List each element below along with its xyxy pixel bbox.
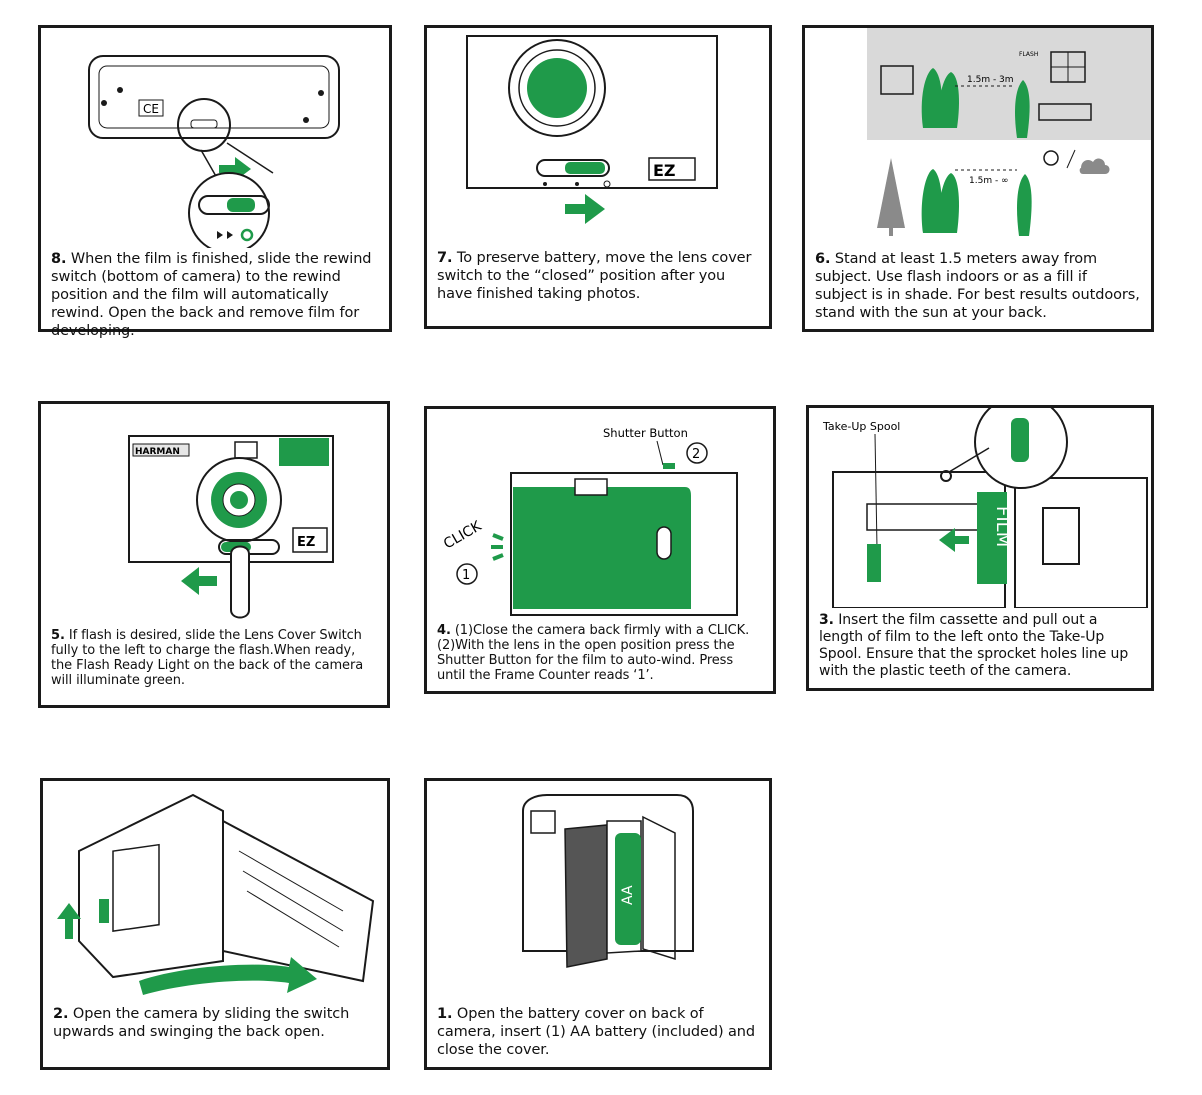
- close-back-illustration: Shutter Button 2 CLICK 1: [441, 426, 738, 616]
- step-1-caption: 1. Open the battery cover on back of cam…: [437, 1005, 761, 1059]
- step-number: 2.: [53, 1006, 69, 1022]
- step-text: Insert the film cassette and pull out a …: [819, 612, 1129, 679]
- step-number: 1.: [437, 1006, 453, 1022]
- arrow-right-icon: [565, 194, 605, 224]
- arrow-left-icon: [181, 567, 217, 595]
- photographer-indoor-icon: [1015, 80, 1030, 138]
- arrow-up-icon: [57, 903, 81, 939]
- finger-icon: [230, 545, 250, 619]
- tree-icon: [877, 158, 905, 228]
- svg-text:1: 1: [462, 568, 470, 583]
- step-number: 5.: [51, 628, 65, 643]
- arrow-left-icon: [939, 528, 969, 552]
- camera-back-icon: [513, 487, 691, 609]
- distance-indoor-label: 1.5m - 3m: [967, 75, 1014, 85]
- distance-illustration: 1.5m - 3m FLASH 1.5m - ∞: [867, 28, 1151, 236]
- lens-cover-illustration: EZ: [466, 35, 718, 224]
- sun-icon: [1043, 150, 1059, 166]
- step-6-panel: 1.5m - 3m FLASH 1.5m - ∞ 6. Stand at lea…: [802, 25, 1154, 332]
- step-2-caption: 2. Open the camera by sliding the switch…: [53, 1005, 379, 1041]
- step-4-panel: Shutter Button 2 CLICK 1 4. (1)Close the…: [424, 406, 776, 694]
- battery-cover-icon: [564, 824, 608, 968]
- slide-switch-icon: [99, 899, 109, 923]
- brand-mark: HARMAN: [135, 447, 180, 457]
- step-2-panel: 2. Open the camera by sliding the switch…: [40, 778, 390, 1070]
- arrow-swing-icon: [139, 957, 317, 995]
- callout-1: [456, 563, 478, 585]
- photographer-outdoor-icon: [1017, 174, 1032, 236]
- step-text: When the film is finished, slide the rew…: [51, 251, 372, 339]
- battery-label: AA: [620, 885, 636, 905]
- step-text: To preserve battery, move the lens cover…: [437, 250, 752, 302]
- step-text: Open the battery cover on back of camera…: [437, 1006, 755, 1058]
- step-3-caption: 3. Insert the film cassette and pull out…: [819, 612, 1143, 680]
- distance-outdoor-label: 1.5m - ∞: [969, 176, 1009, 186]
- shutter-button-icon: [663, 463, 675, 469]
- step-number: 8.: [51, 251, 67, 267]
- step-4-caption: 4. (1)Close the camera back firmly with …: [437, 623, 765, 683]
- flash-charge-illustration: HARMAN EZ: [128, 435, 334, 619]
- sprocket-detail-icon: [1011, 418, 1029, 462]
- ez-mark: EZ: [297, 535, 315, 550]
- step-number: 4.: [437, 623, 451, 638]
- step-1-panel: AA 1. Open the battery cover on back of …: [424, 778, 772, 1070]
- step-text: Open the camera by sliding the switch up…: [53, 1006, 350, 1040]
- step-6-caption: 6. Stand at least 1.5 meters away from s…: [815, 250, 1143, 322]
- step-number: 6.: [815, 251, 831, 267]
- step-7-caption: 7. To preserve battery, move the lens co…: [437, 249, 761, 303]
- step-5-caption: 5. If flash is desired, slide the Lens C…: [51, 628, 379, 688]
- film-cassette-icon: [977, 492, 1007, 584]
- step-3-panel: Take-Up Spool FILM 3. Insert the film ca…: [806, 405, 1154, 691]
- couple-outdoor-icon: [921, 169, 959, 233]
- step-7-panel: EZ 7. To preserve battery, move the lens…: [424, 25, 772, 329]
- step-5-panel: HARMAN EZ 5. If flash is desired, slide …: [38, 401, 390, 708]
- step-8-caption: 8. When the film is finished, slide the …: [51, 250, 381, 340]
- take-up-spool-icon: [867, 544, 881, 582]
- ce-mark: CE: [143, 102, 159, 116]
- click-label: CLICK: [441, 518, 485, 553]
- step-number: 7.: [437, 250, 453, 266]
- aa-battery-icon: [615, 833, 641, 945]
- step-text: Stand at least 1.5 meters away from subj…: [815, 251, 1140, 321]
- ez-mark: EZ: [653, 161, 676, 180]
- cloud-icon: [1079, 158, 1110, 174]
- step-8-panel: CE 8. When the film is finished, slide t…: [38, 25, 392, 339]
- room-wall: [867, 28, 1151, 140]
- film-label: FILM: [992, 506, 1013, 547]
- lens-icon: [527, 58, 587, 118]
- rewind-icon: [240, 228, 254, 242]
- take-up-spool-label: Take-Up Spool: [822, 420, 900, 433]
- couple-indoor-icon: [921, 68, 959, 128]
- open-camera-illustration: [57, 793, 375, 995]
- callout-2: [686, 442, 708, 464]
- step-number: 3.: [819, 612, 834, 628]
- flash-tag: FLASH: [1019, 51, 1038, 58]
- shutter-button-label: Shutter Button: [603, 426, 688, 440]
- battery-illustration: AA: [522, 794, 694, 968]
- svg-text:2: 2: [692, 447, 700, 462]
- step-text: If flash is desired, slide the Lens Cove…: [51, 628, 364, 688]
- flash-window-icon: [279, 438, 329, 466]
- step-text: (1)Close the camera back firmly with a C…: [437, 623, 750, 683]
- film-insert-illustration: Take-Up Spool FILM: [822, 408, 1148, 608]
- rewind-switch-illustration: CE: [88, 55, 340, 248]
